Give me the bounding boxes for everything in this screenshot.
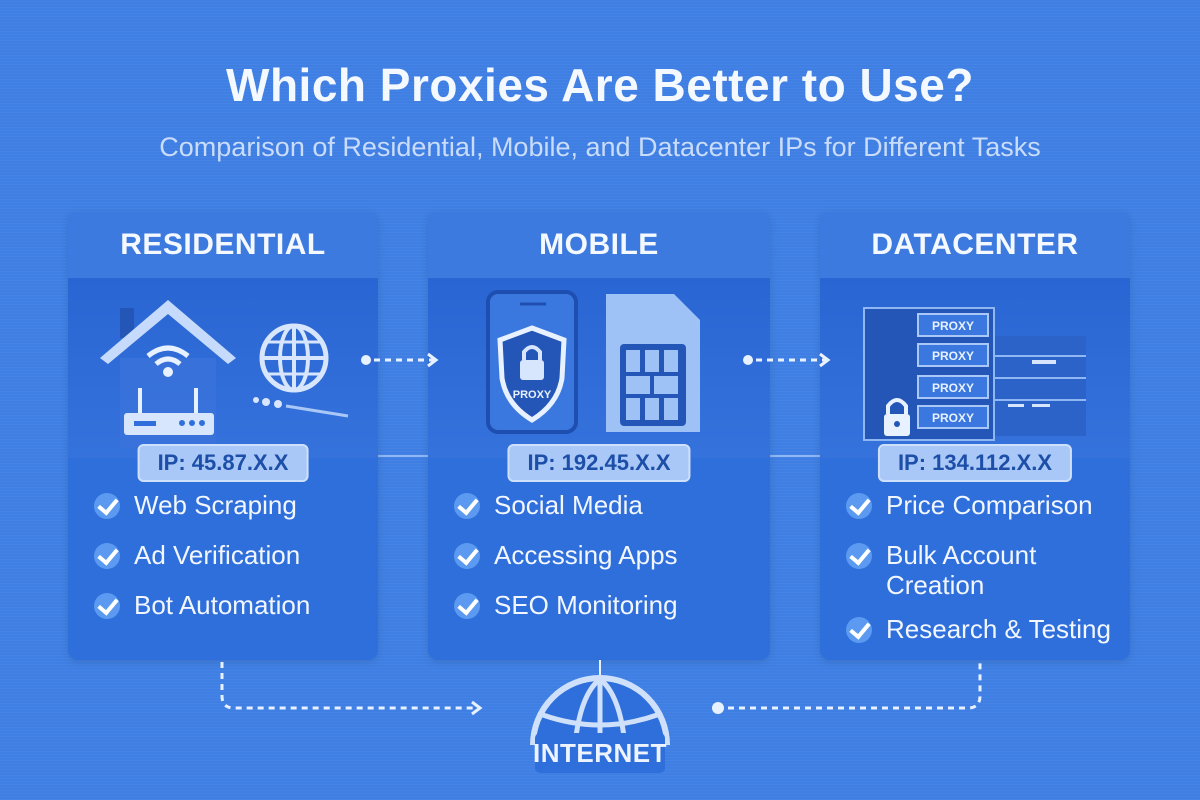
- feature-item: Accessing Apps: [454, 540, 760, 570]
- house-router-icon: [100, 300, 349, 448]
- card-title: RESIDENTIAL: [68, 212, 378, 278]
- server-rack-icon: PROXY PROXY PROXY PROXY: [863, 307, 1086, 441]
- card-datacenter: DATACENTER PROXY PROXY PROXY PROXY IP: 1…: [820, 212, 1130, 660]
- check-icon: [846, 493, 872, 519]
- feature-item: Social Media: [454, 490, 760, 520]
- ip-address-badge: IP: 45.87.X.X: [137, 444, 309, 482]
- feature-item: Ad Verification: [94, 540, 368, 570]
- page-title: Which Proxies Are Better to Use?: [226, 59, 974, 111]
- feature-item: Price Comparison: [846, 490, 1120, 520]
- check-icon: [846, 617, 872, 643]
- card-title: MOBILE: [428, 212, 770, 278]
- check-icon: [94, 593, 120, 619]
- svg-text:PROXY: PROXY: [932, 381, 974, 395]
- feature-item: Bulk Account Creation: [846, 540, 1120, 600]
- check-icon: [94, 543, 120, 569]
- card-title: DATACENTER: [820, 212, 1130, 278]
- residential-illustration: [68, 278, 378, 458]
- feature-list: Web Scraping Ad Verification Bot Automat…: [94, 490, 368, 640]
- feature-list: Price Comparison Bulk Account Creation R…: [846, 490, 1120, 660]
- feature-list: Social Media Accessing Apps SEO Monitori…: [454, 490, 760, 640]
- feature-item: SEO Monitoring: [454, 590, 760, 620]
- ip-address-badge: IP: 134.112.X.X: [877, 444, 1073, 482]
- feature-item: Bot Automation: [94, 590, 368, 620]
- feature-item: Research & Testing: [846, 614, 1120, 644]
- arrow-mobile-to-datacenter: [743, 352, 831, 368]
- datacenter-illustration: PROXY PROXY PROXY PROXY: [820, 278, 1130, 458]
- check-icon: [94, 493, 120, 519]
- svg-text:PROXY: PROXY: [932, 349, 974, 363]
- arrow-residential-to-mobile: [361, 352, 439, 368]
- arrow-residential-to-internet: [220, 662, 483, 716]
- svg-text:PROXY: PROXY: [513, 389, 552, 401]
- check-icon: [846, 543, 872, 569]
- arrow-datacenter-to-internet: [712, 662, 982, 714]
- card-mobile: MOBILE PROXY IP: 192.45.X.X Social Media…: [428, 212, 770, 660]
- card-residential: RESIDENTIAL IP: 45.87.X.X Web Scraping: [68, 212, 378, 660]
- internet-label: INTERNET: [533, 733, 667, 773]
- mobile-illustration: PROXY: [428, 278, 770, 458]
- svg-text:PROXY: PROXY: [932, 411, 974, 425]
- ip-address-badge: IP: 192.45.X.X: [507, 444, 691, 482]
- check-icon: [454, 593, 480, 619]
- feature-item: Web Scraping: [94, 490, 368, 520]
- check-icon: [454, 543, 480, 569]
- svg-text:PROXY: PROXY: [932, 319, 974, 333]
- check-icon: [454, 493, 480, 519]
- mobile-to-internet-line: [599, 660, 601, 680]
- phone-sim-icon: PROXY: [486, 290, 700, 434]
- page-subtitle: Comparison of Residential, Mobile, and D…: [159, 132, 1041, 162]
